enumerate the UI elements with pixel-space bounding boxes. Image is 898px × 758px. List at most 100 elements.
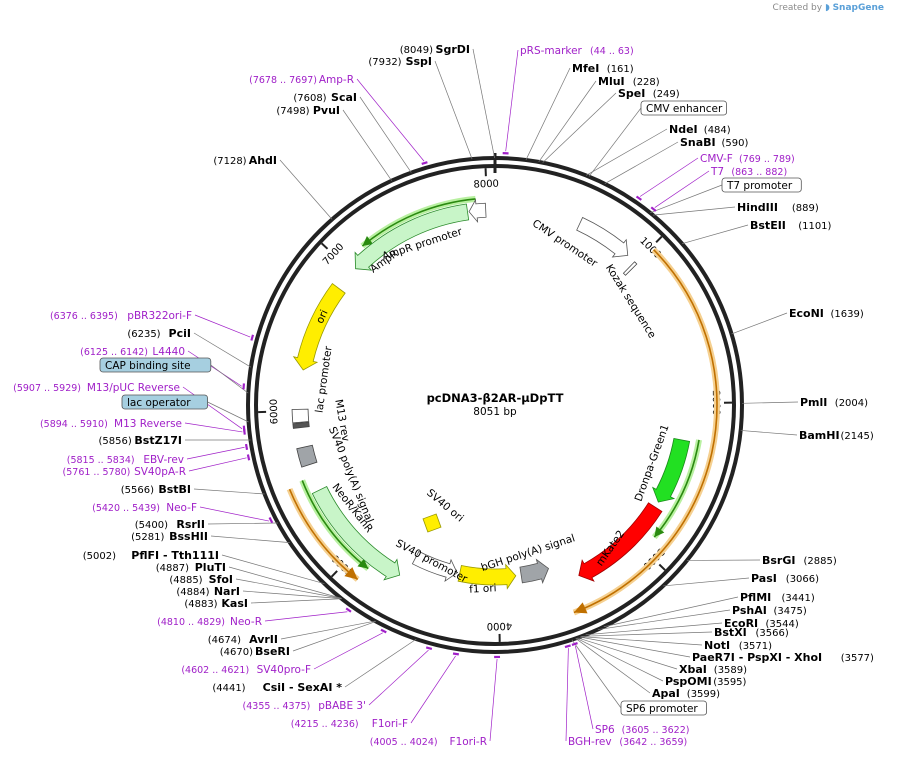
enzyme-position: (7498) <box>276 106 309 117</box>
primer-site-pbabe-3[interactable]: pBABE 3'(4355 .. 4375) <box>243 646 433 712</box>
enzyme-site-xbai[interactable]: (3589)XbaI <box>679 663 747 676</box>
primer-site-m13-reverse[interactable]: M13 Reverse(5894 .. 5910) <box>40 418 246 435</box>
primer-site-sv40pa-r[interactable]: SV40pA-R(5761 .. 5780) <box>63 454 251 478</box>
feature-box-lac-operator[interactable]: lac operator <box>121 394 208 410</box>
enzyme-site-mfei[interactable]: (161)MfeI <box>572 62 634 75</box>
primer-site-ebv-rev[interactable]: EBV-rev(5815 .. 5834) <box>67 443 249 466</box>
enzyme-site-pflmi[interactable]: (3441)PflMI <box>740 591 815 604</box>
primer-site-sv40pro-f[interactable]: SV40pro-F(4602 .. 4621) <box>181 628 387 676</box>
enzyme-site-bstxi[interactable]: (3566)BstXI <box>714 626 789 639</box>
feature-m13-rev[interactable] <box>292 421 310 429</box>
feature-ampr-promoter[interactable] <box>468 198 487 224</box>
feature-shape[interactable] <box>311 486 401 581</box>
enzyme-site-pmli[interactable]: (2004)PmlI <box>800 396 868 409</box>
feature-shape[interactable] <box>292 421 310 429</box>
enzyme-site-nari[interactable]: NarI(4884) <box>176 585 240 598</box>
enzyme-site-scai[interactable]: ScaI(7608) <box>293 91 357 104</box>
enzyme-position: (7932) <box>368 57 401 68</box>
feature-box-t7-promoter[interactable]: T7 promoter <box>721 177 802 193</box>
enzyme-position: (5856) <box>99 436 132 447</box>
primer-site-amp-r[interactable]: Amp-R(7678 .. 7697) <box>249 74 428 165</box>
enzyme-site-sgrdi[interactable]: SgrDI(8049) <box>400 43 470 56</box>
enzyme-site-pflfi-tth111i[interactable]: PflFI - Tth111I(5002) <box>83 549 219 562</box>
enzyme-site-kasi[interactable]: KasI(4883) <box>184 597 248 610</box>
enzyme-site-pspomi[interactable]: (3595)PspOMI <box>665 675 747 688</box>
enzyme-site-pluti[interactable]: PluTI(4887) <box>156 561 226 574</box>
feature-box-cap-binding-site[interactable]: CAP binding site <box>99 357 212 373</box>
feature-shape[interactable] <box>296 444 318 468</box>
enzyme-site-spei[interactable]: (249)SpeI <box>618 87 680 100</box>
feature-shape[interactable] <box>576 216 629 258</box>
primer-site-t7[interactable]: T7(863 .. 882) <box>650 166 787 212</box>
feature-sv40-ori[interactable] <box>422 513 442 533</box>
enzyme-site-bstbi[interactable]: BstBI(5566) <box>121 483 191 496</box>
enzyme-site-econi[interactable]: (1639)EcoNI <box>789 307 864 320</box>
enzyme-site-pasi[interactable]: (3066)PasI <box>751 572 819 585</box>
enzyme-site-csii-sexai[interactable]: CsiI - SexAI *(4441) <box>212 681 342 694</box>
feature-sv40-promoter[interactable] <box>411 550 458 582</box>
feature-kozak-sequence[interactable] <box>622 261 638 276</box>
feature-f1-ori[interactable] <box>457 563 517 590</box>
enzyme-site-sspi[interactable]: SspI (7932) <box>368 55 432 68</box>
feature-cmv-promoter[interactable] <box>576 216 629 258</box>
enzyme-name: SspI <box>406 55 432 68</box>
enzyme-site-bsshii[interactable]: BssHII(5281) <box>131 530 208 543</box>
enzyme-site-bsteii[interactable]: (1101)BstEII <box>750 219 832 232</box>
primer-site-sp6[interactable]: SP6(3605 .. 3622) <box>571 642 690 736</box>
enzyme-site-noti[interactable]: (3571)NotI <box>704 639 772 652</box>
feature-shape[interactable] <box>354 203 470 271</box>
enzyme-site-bstz17i[interactable]: BstZ17I(5856) <box>99 434 182 447</box>
enzyme-site-ndei[interactable]: (484)NdeI <box>669 123 731 136</box>
primer-site-prs-marker[interactable]: pRS-marker(44 .. 63) <box>502 45 634 155</box>
enzyme-site-bsrgi[interactable]: (2885)BsrGI <box>762 554 837 567</box>
feature-shape[interactable] <box>468 198 487 224</box>
primer-site-bgh-rev[interactable]: BGH-rev(3642 .. 3659) <box>564 644 687 748</box>
enzyme-site-ecori[interactable]: (3544)EcoRI <box>724 617 799 630</box>
enzyme-site-pcii[interactable]: PciI(6235) <box>127 327 191 340</box>
enzyme-site-paer7i-pspxi-xhoi[interactable]: (3577)PaeR7I - PspXI - XhoI <box>692 651 874 664</box>
primer-site-f1ori-f[interactable]: F1ori-F(4215 .. 4236) <box>291 652 460 730</box>
enzyme-site-bamhi[interactable]: (2145)BamHI <box>799 429 874 442</box>
enzyme-site-mlui[interactable]: (228)MluI <box>598 75 660 88</box>
enzyme-position: (5400) <box>135 520 168 531</box>
feature-shape[interactable] <box>578 502 663 582</box>
feature-shape[interactable] <box>457 563 517 590</box>
feature-sv40-poly-a-signal[interactable] <box>296 444 318 468</box>
primer-site-l4440[interactable]: L4440(6125 .. 6142) <box>80 346 246 390</box>
feature-box-cmv-enhancer[interactable]: CMV enhancer <box>640 100 727 116</box>
primer-site-neo-f[interactable]: Neo-F(5420 .. 5439) <box>92 502 274 524</box>
leader-line <box>188 457 247 472</box>
primer-site-pbr322ori-f[interactable]: pBR322ori-F(6376 .. 6395) <box>50 310 255 341</box>
primer-site-f1ori-r[interactable]: F1ori-R(4005 .. 4024) <box>370 655 501 748</box>
feature-mkate2[interactable] <box>578 502 663 582</box>
primer-site-neo-r[interactable]: Neo-R(4810 .. 4829) <box>157 607 352 628</box>
feature-shape[interactable] <box>519 558 550 584</box>
enzyme-site-bseri[interactable]: BseRI(4670) <box>220 645 290 658</box>
leader-line <box>434 60 473 160</box>
enzyme-site-pvui[interactable]: PvuI(7498) <box>276 104 340 117</box>
feature-ampr[interactable] <box>354 203 470 271</box>
enzyme-site-avrii[interactable]: AvrII(4674) <box>208 633 278 646</box>
enzyme-site-hindiii[interactable]: (889)HindIII <box>737 201 819 214</box>
enzyme-site-ahdi[interactable]: AhdI(7128) <box>213 154 277 167</box>
feature-arrows[interactable] <box>291 198 691 590</box>
feature-neor-kanr[interactable] <box>311 486 401 581</box>
feature-shape[interactable] <box>651 438 691 503</box>
feature-shape[interactable] <box>292 282 346 371</box>
enzyme-site-snabi[interactable]: (590)SnaBI <box>680 136 748 149</box>
feature-lac-promoter[interactable] <box>291 408 310 424</box>
feature-shape[interactable] <box>622 261 638 276</box>
feature-shape[interactable] <box>411 550 458 582</box>
feature-bgh-poly-a-signal[interactable] <box>519 558 550 584</box>
feature-dronpa-green1[interactable] <box>651 438 691 503</box>
feature-shape[interactable] <box>291 408 310 424</box>
feature-ori[interactable] <box>292 282 346 371</box>
enzyme-site-sfoi[interactable]: SfoI(4885) <box>169 573 233 586</box>
enzyme-position: (6235) <box>127 329 160 340</box>
enzyme-site-pshai[interactable]: (3475)PshAI <box>732 604 807 617</box>
feature-box-sp6-promoter[interactable]: SP6 promoter <box>620 700 707 716</box>
primer-site-cmv-f[interactable]: CMV-F(769 .. 789) <box>635 153 795 201</box>
enzyme-site-rsrii[interactable]: RsrII(5400) <box>135 518 205 531</box>
enzyme-site-apai[interactable]: (3599)ApaI <box>652 687 720 700</box>
